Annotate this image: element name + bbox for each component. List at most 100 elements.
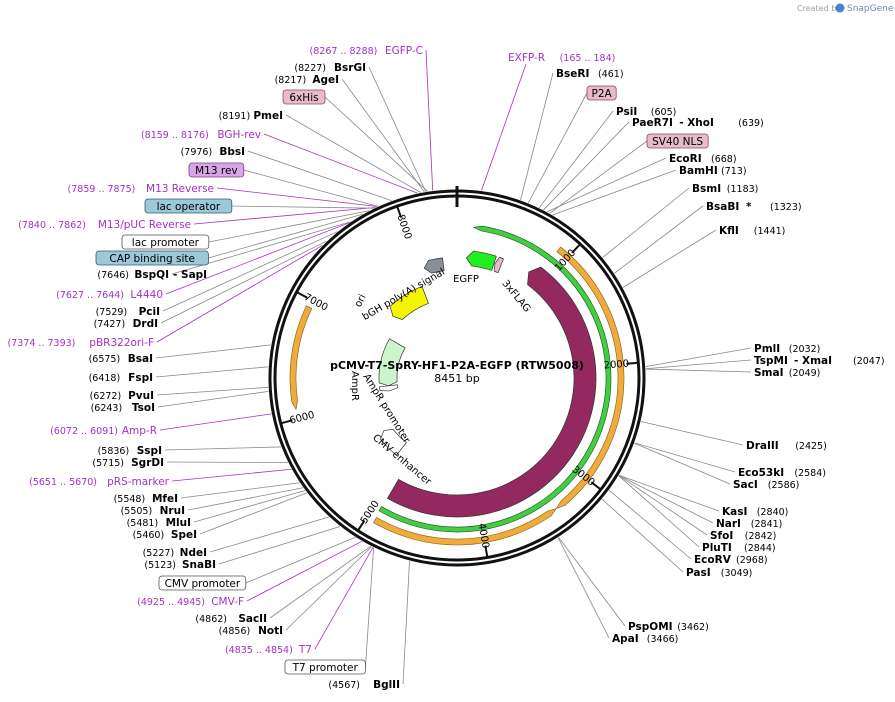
primer-m13-reverse-name[interactable]: M13 Reverse: [146, 183, 214, 195]
feature-bgh-poly-a-signal-arc[interactable]: [423, 257, 445, 274]
leader-line: [193, 490, 306, 523]
leader-line: [546, 157, 667, 213]
feature-cmv-enhancer-arc[interactable]: [380, 428, 407, 456]
site-saci-name[interactable]: SacI: [733, 479, 758, 491]
site-agei-name[interactable]: AgeI: [312, 74, 339, 86]
site-mfei-name[interactable]: MfeI: [152, 493, 178, 505]
site-tspmi-name[interactable]: TspMI: [754, 355, 788, 367]
site-pcii-name[interactable]: PciI: [139, 306, 160, 318]
site-ecorv-name[interactable]: EcoRV: [694, 554, 732, 566]
site-smai-name[interactable]: SmaI: [754, 367, 784, 379]
primer-cmv-f-name[interactable]: CMV-F: [211, 596, 244, 608]
site-paer7i-name[interactable]: PaeR7I: [632, 117, 673, 129]
primer-egfp-c-name[interactable]: EGFP-C: [385, 45, 423, 57]
site-kfli-name[interactable]: KflI: [719, 225, 739, 237]
feature-ampr-promoter-arc[interactable]: [379, 384, 399, 392]
site-bbsi-name[interactable]: BbsI: [219, 146, 245, 158]
site-ecori-position: (668): [711, 154, 737, 165]
site-bsai-name[interactable]: BsaI: [128, 353, 153, 365]
feature-egfp-arc[interactable]: [465, 250, 497, 271]
primer-l4440-name[interactable]: L4440: [130, 289, 163, 301]
feature-box-cmv-promoter[interactable]: [158, 575, 247, 591]
site-pluti-position: (2844): [744, 543, 776, 554]
site-ecori-name[interactable]: EcoRI: [669, 153, 702, 165]
feature-box-lac-operator-label: lac operator: [157, 201, 221, 213]
site-bbsi-position: (7976): [181, 147, 213, 158]
site-psii-position: (605): [651, 107, 677, 118]
feature-box-t7-promoter[interactable]: [284, 659, 366, 675]
feature-3xflag-arc[interactable]: [494, 256, 504, 274]
feature-label-ampr: AmpR: [349, 371, 360, 401]
feature-box-cap-binding-site[interactable]: [95, 250, 209, 266]
leader-line: [645, 368, 752, 373]
site-bsabi-name[interactable]: BsaBI: [706, 201, 739, 213]
site-nari-name[interactable]: NarI: [716, 518, 741, 530]
leader-line: [640, 421, 744, 446]
site-pluti-name[interactable]: PluTI: [702, 542, 732, 554]
feature-box-lac-promoter[interactable]: [121, 234, 210, 250]
map-center: pCMV-T7-SpRY-HF1-P2A-EGFP (RTW5008) 8451…: [330, 359, 584, 385]
site-pvui-name[interactable]: PvuI: [128, 390, 154, 402]
leader-line: [285, 114, 421, 193]
feature-ori-arc[interactable]: [389, 286, 429, 320]
primer-m13-puc-reverse-name[interactable]: M13/pUC Reverse: [98, 219, 191, 231]
leader-line: [246, 540, 363, 602]
feature-box-sv40-nls[interactable]: [646, 133, 709, 149]
primer-exfp-r-name[interactable]: EXFP-R: [508, 52, 545, 64]
leader-line: [171, 468, 292, 482]
site-pspomi-name[interactable]: PspOMI: [628, 621, 673, 633]
site-psii-name[interactable]: PsiI: [616, 106, 637, 118]
feature-cas9-arc[interactable]: [386, 266, 597, 518]
site-pmei-name[interactable]: PmeI: [253, 110, 283, 122]
primer-pbr322ori-f-name[interactable]: pBR322ori-F: [89, 337, 154, 349]
primer-amp-r-name[interactable]: Amp-R: [122, 425, 157, 437]
leader-line: [634, 442, 731, 485]
feature-ampr-arc[interactable]: [378, 338, 406, 387]
leader-line: [285, 546, 372, 631]
site-eco53ki-name[interactable]: Eco53kI: [738, 467, 784, 479]
site-bsrgi-name[interactable]: BsrGI: [334, 62, 366, 74]
primer-t7-range: (4835 .. 4854): [225, 645, 293, 656]
site-snabi-name[interactable]: SnaBI: [182, 559, 216, 571]
site-kasi-name[interactable]: KasI: [722, 506, 747, 518]
site-sfoi-name[interactable]: SfoI: [710, 530, 733, 542]
site-bamhi-name[interactable]: BamHI: [679, 165, 718, 177]
feature-box-m13-rev-label: M13 rev: [195, 165, 238, 177]
primer-bgh-rev-name[interactable]: BGH-rev: [217, 129, 261, 141]
leader-line: [520, 72, 554, 201]
site-bsmi-name[interactable]: BsmI: [692, 183, 721, 195]
site-noti-name[interactable]: NotI: [258, 625, 283, 637]
site-ndei-name[interactable]: NdeI: [180, 547, 207, 559]
primer-egfp-c-range: (8267 .. 8288): [310, 46, 378, 57]
feature-box-m13-rev[interactable]: [188, 162, 245, 178]
site-fspi-name[interactable]: FspI: [128, 372, 153, 384]
site-sacii-position: (4862): [195, 614, 227, 625]
feature-box-6xhis[interactable]: [282, 89, 326, 105]
site-sgrdi-name[interactable]: SgrDI: [131, 457, 164, 469]
site-tspmi-extra: - XmaI: [794, 355, 832, 367]
site-draiii-name[interactable]: DraIII: [746, 440, 779, 452]
primer-cmv-f-range: (4925 .. 4945): [137, 597, 205, 608]
site-bglii-name[interactable]: BglII: [373, 679, 400, 691]
site-tsoi-name[interactable]: TsoI: [132, 402, 155, 414]
site-mlui-name[interactable]: MluI: [166, 517, 191, 529]
feature-box-p2a[interactable]: [586, 85, 617, 101]
site-apai-name[interactable]: ApaI: [612, 633, 639, 645]
site-paer7i-extra: - XhoI: [679, 117, 714, 129]
site-nrui-name[interactable]: NruI: [160, 505, 185, 517]
site-sacii-name[interactable]: SacII: [238, 613, 267, 625]
site-pasi-name[interactable]: PasI: [686, 567, 711, 579]
primer-t7-name[interactable]: T7: [298, 644, 312, 656]
site-spei-name[interactable]: SpeI: [171, 529, 197, 541]
site-drdi-name[interactable]: DrdI: [133, 318, 158, 330]
site-bspqi-name[interactable]: BspQI: [134, 269, 169, 281]
site-sspi-name[interactable]: SspI: [137, 445, 162, 457]
site-pmli-name[interactable]: PmlI: [754, 343, 780, 355]
site-pvui-position: (6272): [90, 391, 122, 402]
primer-prs-marker-name[interactable]: pRS-marker: [107, 476, 170, 488]
feature-box-lac-operator[interactable]: [144, 198, 233, 214]
leader-line: [164, 446, 282, 451]
leader-line: [263, 133, 418, 194]
site-bseri-name[interactable]: BseRI: [556, 68, 589, 80]
leader-line: [365, 547, 375, 668]
